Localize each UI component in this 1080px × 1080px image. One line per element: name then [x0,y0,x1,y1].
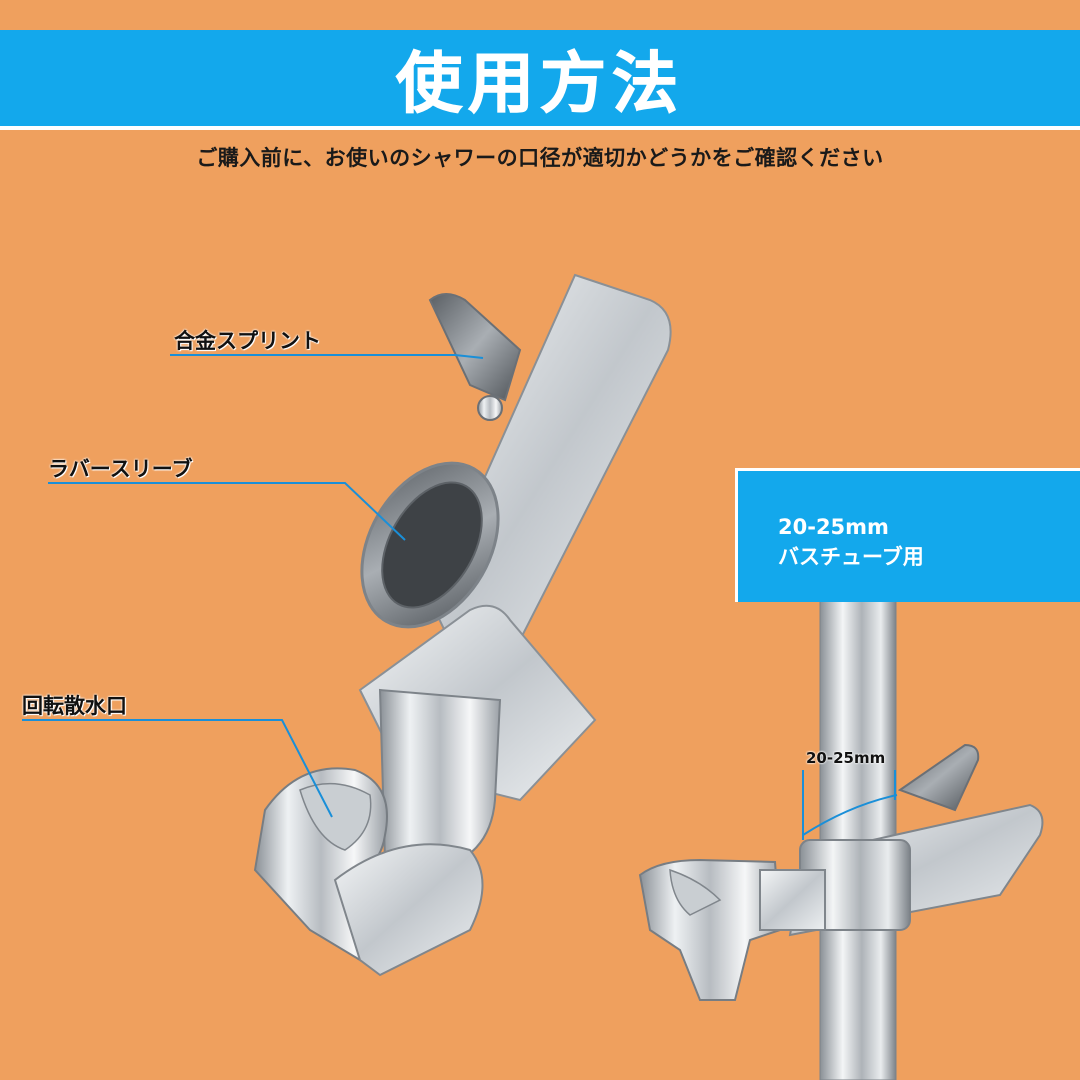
leader-lines [22,354,484,818]
mounted-clamp-image [638,599,1044,1080]
callout-rotating-outlet: 回転散水口 [22,694,127,718]
title-banner: 使用方法 [0,30,1080,130]
diameter-dimension-marker [802,770,898,840]
page-title: 使用方法 [396,45,684,123]
pipe-size-info-box: 20-25mm バスチューブ用 [735,468,1080,602]
callout-alloy-splint: 合金スプリント [174,329,321,353]
large-clamp-image [253,273,672,977]
callout-rubber-sleeve: ラバースリーブ [48,457,193,481]
dimension-label: 20-25mm [806,749,886,767]
page-subtitle: ご購入前に、お使いのシャワーの口径が適切かどうかをご確認ください [196,146,884,170]
info-usage: バスチューブ用 [778,545,924,569]
info-diameter: 20-25mm [778,515,889,539]
